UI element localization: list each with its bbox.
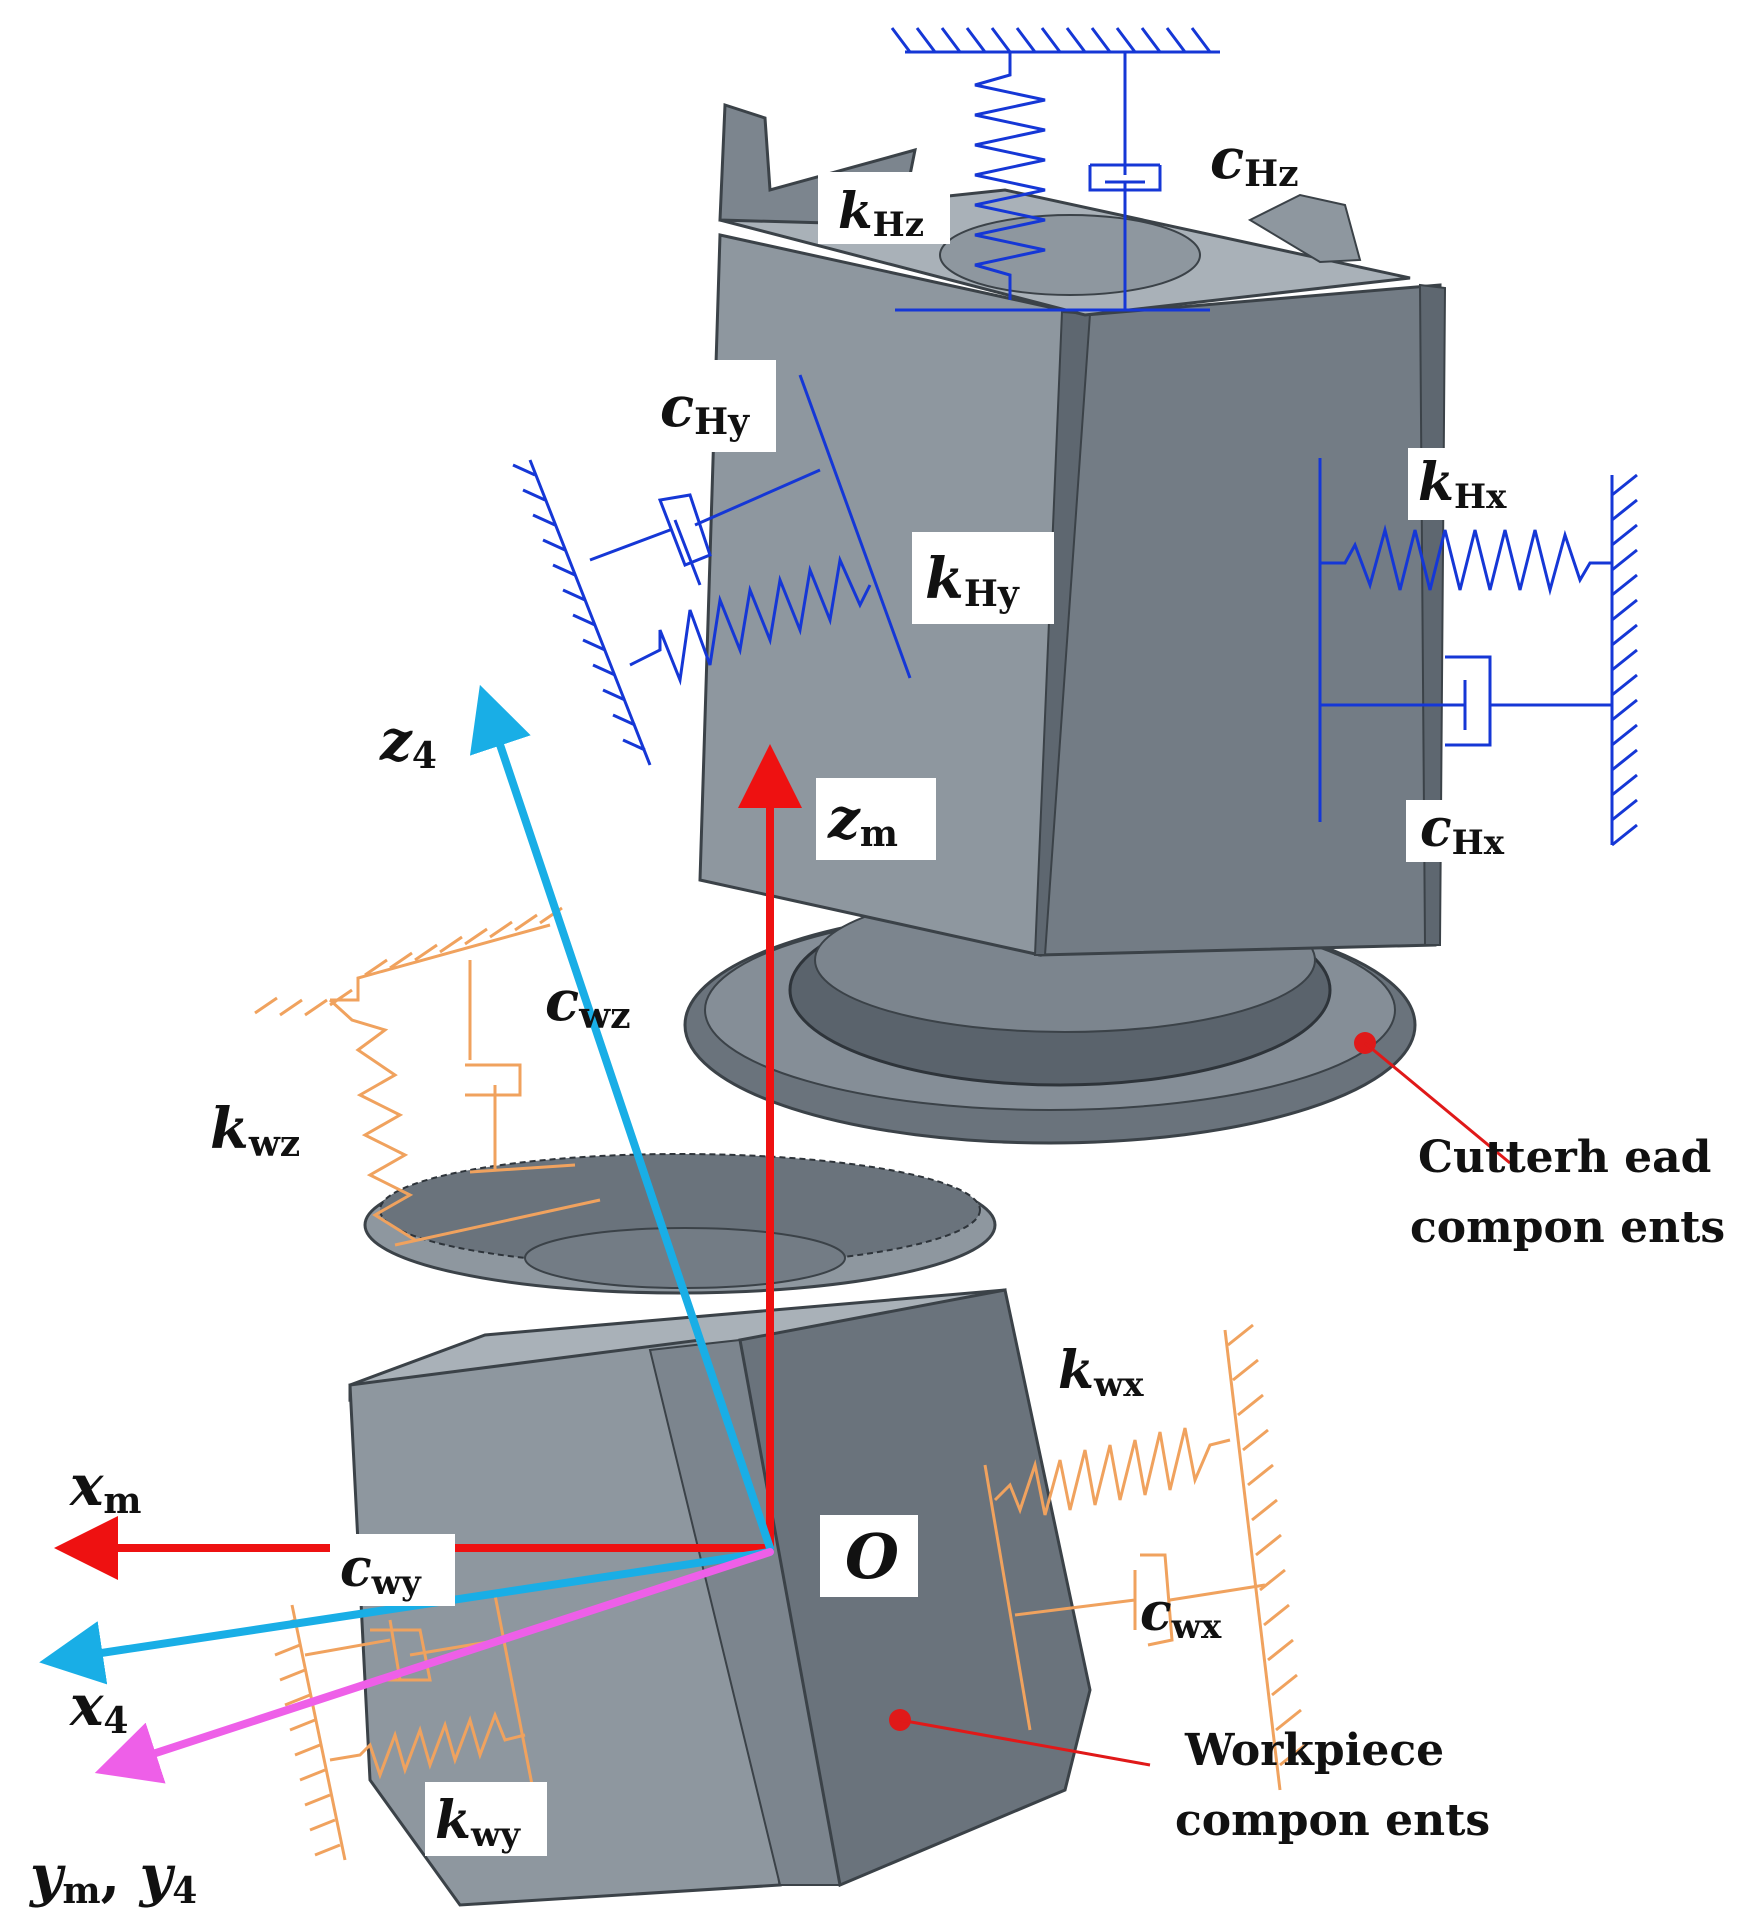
ground-wy xyxy=(290,1604,347,1861)
label-x4: x4 xyxy=(69,1673,128,1742)
label-ym-y4: ym, y4 xyxy=(28,1843,197,1912)
label-cwy: cwy xyxy=(340,1538,422,1603)
label-cwz: cwz xyxy=(545,968,631,1037)
bg-cHy xyxy=(648,360,776,452)
label-cHx: cHx xyxy=(1420,798,1505,863)
ground-wz-hatch xyxy=(254,906,563,1017)
bg-cwy xyxy=(330,1534,455,1606)
plate-y xyxy=(798,374,912,679)
callout-markers xyxy=(889,1032,1511,1767)
axis-z4-arrow xyxy=(469,684,774,1552)
cutterhead-housing-right-face xyxy=(1038,283,1442,957)
spring-kHz xyxy=(974,52,1046,300)
damper-cHx xyxy=(1320,655,1612,747)
cutterhead-springs xyxy=(512,27,1638,847)
label-zm: zm xyxy=(827,786,898,855)
bg-kHy xyxy=(912,532,1054,624)
damper-cHy xyxy=(589,468,821,586)
label-cHy: cHy xyxy=(660,374,750,443)
ground-top-hatch xyxy=(890,27,1212,53)
bg-kHz xyxy=(818,172,950,244)
spring-kwy xyxy=(329,1710,526,1780)
bg-kwy xyxy=(425,1782,547,1856)
spring-kwz xyxy=(328,998,416,1242)
label-z4: z4 xyxy=(379,708,437,777)
bg-zm xyxy=(816,778,936,860)
ground-wy-hatch xyxy=(269,1618,341,1857)
damper-cwx xyxy=(1014,1553,1266,1647)
label-kwx: kwx xyxy=(1058,1340,1144,1405)
labels: kHz cHz cHy kHy kHx cHx z4 zm cwz kwz kw… xyxy=(28,126,1507,1912)
cutterhead-top-recess xyxy=(939,214,1201,296)
gear-hub xyxy=(524,1227,846,1289)
plate-wx xyxy=(983,1464,1032,1731)
cutterhead-bracket xyxy=(1247,193,1362,264)
label-kHz: kHz xyxy=(838,181,924,245)
label-cHz: cHz xyxy=(1210,126,1299,195)
cutterhead-callout-line xyxy=(1364,1041,1511,1165)
ground-wx xyxy=(1223,1329,1282,1791)
label-xm: xm xyxy=(69,1453,141,1522)
spring-kwx xyxy=(993,1427,1231,1516)
label-kwy: kwy xyxy=(435,1790,521,1855)
damper-cwy xyxy=(304,1619,501,1682)
damper-cHz xyxy=(1088,52,1162,310)
label-origin: O xyxy=(845,1520,899,1593)
ground-wz xyxy=(330,923,551,1002)
damper-cwz xyxy=(465,960,576,1174)
label-backgrounds xyxy=(330,172,1540,1856)
ground-y xyxy=(528,459,652,766)
workpiece-callout-line2: compon ents xyxy=(1175,1795,1490,1846)
label-cwx: cwx xyxy=(1140,1582,1222,1647)
plate-wz xyxy=(394,1198,601,1247)
cutterhead-callout-line2: compon ents xyxy=(1410,1202,1725,1253)
workpiece-callout-line xyxy=(899,1718,1151,1767)
axis-ym-y4-arrow xyxy=(94,1548,774,1784)
spring-kHx xyxy=(1320,524,1612,596)
ground-wx-hatch xyxy=(1227,1323,1306,1767)
workpiece-gear xyxy=(363,1153,997,1295)
ground-x-hatch xyxy=(1611,473,1638,847)
cutterhead-callout-line1: Cutterh ead xyxy=(1418,1132,1711,1183)
label-kwz: kwz xyxy=(210,1096,300,1165)
bg-kHx xyxy=(1408,448,1540,520)
plate-wy xyxy=(493,1594,537,1801)
workpiece-callout-line1: Workpiece xyxy=(1184,1725,1444,1776)
ground-y-hatch xyxy=(512,463,646,752)
workpiece-springs xyxy=(254,906,1306,1861)
callout-text: Cutterh ead compon ents Workpiece compon… xyxy=(1175,1132,1725,1846)
label-kHy: kHy xyxy=(925,546,1020,615)
label-kHx: kHx xyxy=(1418,452,1507,517)
bg-O xyxy=(820,1515,918,1597)
spring-kHy xyxy=(629,554,872,686)
bg-cHx xyxy=(1406,800,1536,862)
